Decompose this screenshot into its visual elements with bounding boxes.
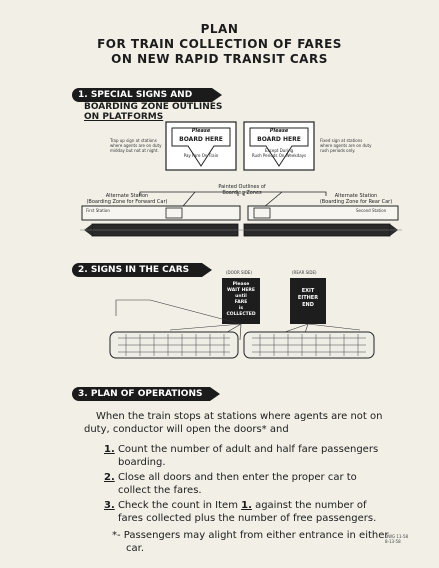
step-1: 1. Count the number of adult and half fa… [104, 443, 378, 456]
exit-line-3: END [302, 302, 314, 308]
door-side-label: (DOOR SIDE) [226, 270, 252, 275]
wait-line-1: Please [232, 282, 250, 287]
wait-line-4: FARE [234, 300, 248, 305]
footnote-line-2: car. [126, 543, 144, 554]
platform-right [247, 205, 399, 221]
platform-diagram [80, 121, 402, 237]
left-sign-note: Trap up sign at stations where agents ar… [110, 138, 162, 153]
painted-outlines-label-1: Painted Outlines of [218, 184, 266, 190]
section-3-banner: 3. PLAN OF OPERATIONS [72, 387, 220, 401]
title-line-2: FOR TRAIN COLLECTION OF FARES [97, 37, 342, 51]
section-2-banner-text: 2. SIGNS IN THE CARS [78, 265, 190, 275]
step-3-item-ref: 1. [241, 500, 252, 511]
sign-left-main: BOARD HERE [179, 136, 223, 143]
exit-line-1: EXIT [301, 288, 315, 294]
step-2-line-2: collect the fares. [118, 485, 202, 496]
step-2-number: 2. [104, 472, 115, 483]
drawing-stamp-1: DWG 11-58 [385, 534, 409, 539]
step-3-line-2: fares collected plus the number of free … [118, 513, 377, 524]
step-3-line-1c: against the number of [255, 500, 367, 511]
wait-line-3: until [235, 294, 247, 299]
second-station-label: Second Station [356, 208, 387, 213]
footnote-mark: *- [112, 530, 121, 541]
step-1-line-2: boarding. [118, 457, 166, 468]
section-1-subtitle-2: ON PLATFORMS [84, 112, 164, 122]
sign-left-sub: Pay Fare On Train [183, 153, 219, 158]
title-line-3: ON NEW RAPID TRANSIT CARS [111, 52, 328, 66]
step-2-line-1: Close all doors and then enter the prope… [117, 472, 357, 483]
step-3-number: 3. [104, 500, 115, 511]
intro-line-1: When the train stops at stations where a… [96, 411, 383, 422]
down-arrow-icon [249, 127, 309, 167]
boarding-zone-outline-right [253, 207, 271, 219]
wait-line-2: WAIT HERE [227, 288, 255, 293]
wait-line-5: is [238, 306, 244, 311]
step-3: 3. Check the count in Item 1. against th… [104, 499, 367, 512]
step-2: 2. Close all doors and then enter the pr… [104, 471, 357, 484]
section-1-banner: 1. SPECIAL SIGNS AND [72, 88, 222, 102]
section-2-banner: 2. SIGNS IN THE CARS [72, 263, 212, 277]
section-1-subtitle-1: BOARDING ZONE OUTLINES [84, 102, 223, 112]
sign-right-sub-1: Except During [264, 148, 294, 153]
painted-outlines-label-2: Boarding Zones [222, 190, 262, 196]
down-arrow-icon [171, 127, 231, 167]
step-3-line-1a: Check the count in Item [117, 500, 238, 511]
exit-sign-text: EXIT EITHER END [290, 288, 326, 309]
drawing-stamp-2: 8-13-58 [385, 539, 401, 544]
rear-side-label: (REAR SIDE) [292, 270, 317, 275]
boarding-zone-outline-left [165, 207, 183, 219]
right-sign-note: Fixed sign at stations where agents are … [320, 138, 372, 153]
sign-right-top: Please [269, 128, 289, 134]
intro-line-2: duty, conductor will open the doors* and [84, 424, 289, 435]
sign-left-top: Please [191, 128, 211, 134]
exit-line-2: EITHER [297, 295, 319, 301]
footnote: *- Passengers may alight from either ent… [112, 529, 389, 542]
wait-here-sign-text: Please WAIT HERE until FARE is COLLECTED [222, 282, 260, 318]
sign-wait-here [222, 278, 260, 324]
step-1-number: 1. [104, 444, 115, 455]
footnote-line-1: Passengers may alight from either entran… [123, 530, 389, 541]
alt-station-right-2: (Boarding Zone for Rear Car) [319, 199, 393, 205]
section-1-banner-text: 1. SPECIAL SIGNS AND [78, 90, 193, 100]
car-interior-diagram [109, 278, 375, 359]
section-3-banner-text: 3. PLAN OF OPERATIONS [78, 389, 203, 399]
alt-station-left-2: (Boarding Zone for Forward Car) [86, 199, 168, 205]
sign-right-main: BOARD HERE [257, 136, 301, 143]
sign-right-sub-2: Rush Periods On Weekdays [251, 153, 307, 158]
first-station-label: First Station [86, 208, 110, 213]
title-line-1: PLAN [200, 22, 239, 36]
platform-left [81, 205, 241, 221]
wait-line-6: COLLECTED [226, 312, 256, 317]
step-1-line-1: Count the number of adult and half fare … [117, 444, 379, 455]
alt-station-right-1: Alternate Station [334, 193, 378, 199]
sign-exit-either-end [290, 278, 326, 324]
alt-station-left-1: Alternate Station [105, 193, 149, 199]
